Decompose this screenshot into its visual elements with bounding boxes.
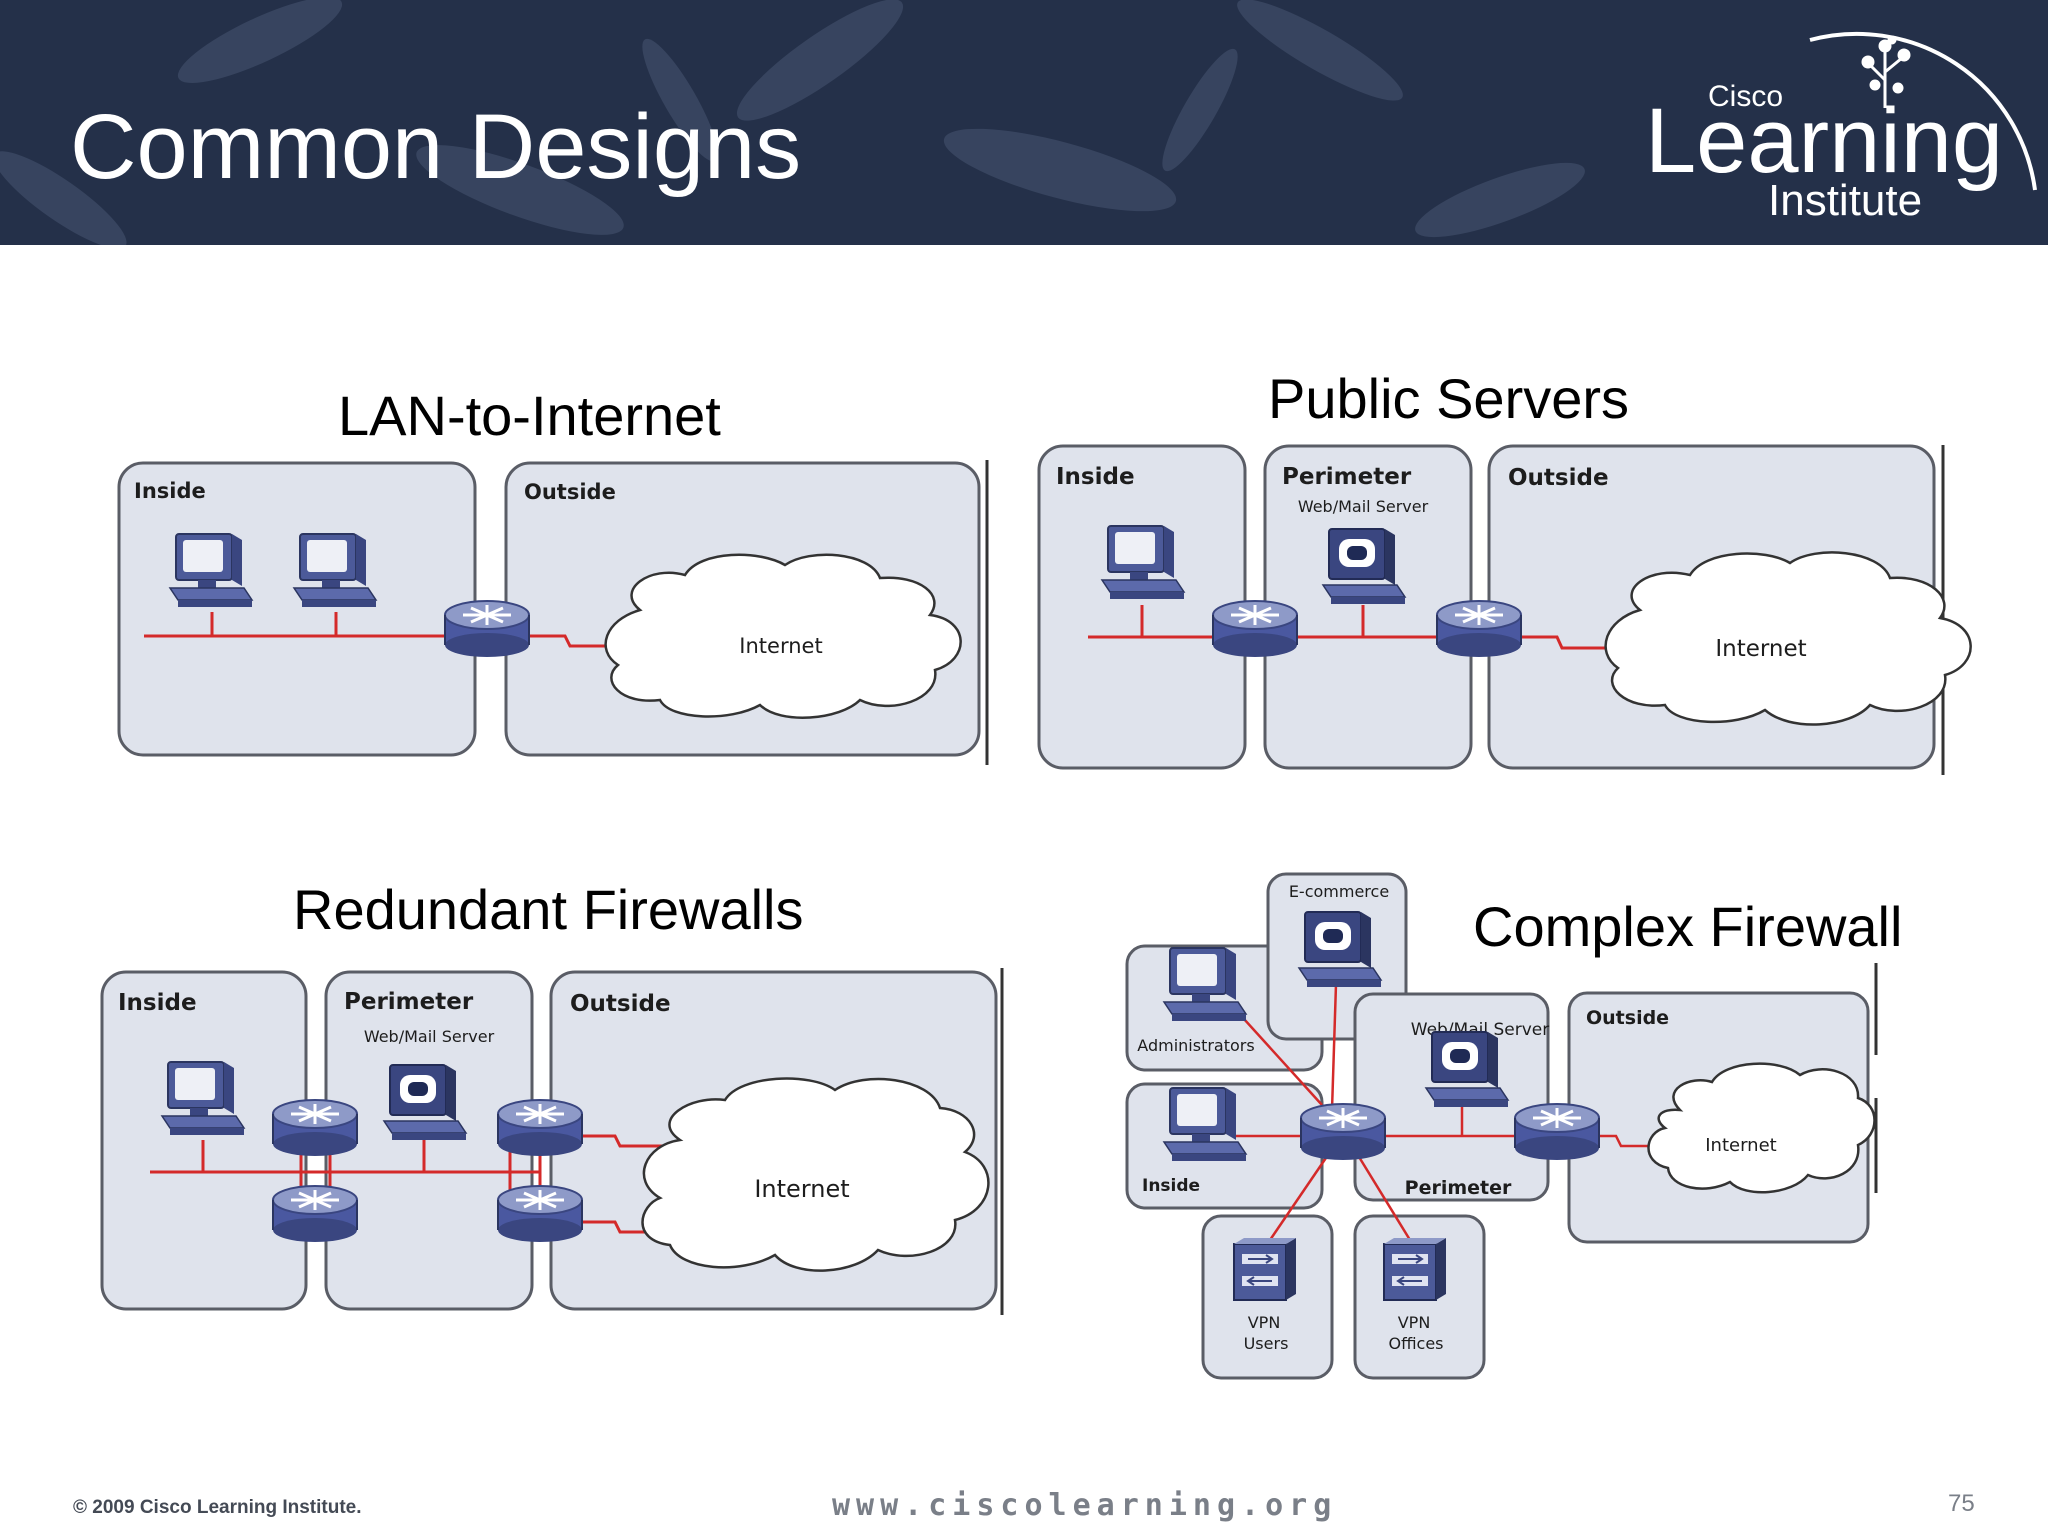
copyright-text: © 2009 Cisco Learning Institute. — [73, 1497, 362, 1518]
complex-firewall-diagram: E-commerce Administrators Inside Web/Mai… — [1125, 872, 1878, 1380]
complex-web-server-icon — [1425, 1031, 1509, 1108]
tree-icon — [1861, 35, 1911, 108]
lan-to-internet-diagram: Inside Outside Internet — [117, 460, 989, 765]
lan-internet-label: Internet — [739, 634, 822, 658]
complex-administrators-label: Administrators — [1137, 1036, 1254, 1055]
public-server-label: Web/Mail Server — [1298, 497, 1429, 516]
complex-firewall-title: Complex Firewall — [1473, 895, 1903, 958]
complex-vpn-offices-label-1: VPN — [1398, 1313, 1431, 1332]
public-perimeter-zone — [1263, 444, 1473, 770]
logo-learning-text: Learning — [1645, 90, 2003, 192]
lan-internet-cloud — [604, 553, 962, 719]
public-servers-title: Public Servers — [1268, 367, 1630, 430]
public-firewall-icon-1 — [1211, 599, 1299, 659]
public-server-icon — [1322, 528, 1406, 605]
lan-inside-zone — [117, 461, 477, 757]
redundant-firewall-icon-3 — [496, 1098, 584, 1158]
complex-outside-router-icon — [1513, 1102, 1601, 1162]
redundant-internet-cloud — [641, 1077, 990, 1272]
complex-ecommerce-server-icon — [1298, 911, 1382, 988]
lan-to-internet-title: LAN-to-Internet — [338, 384, 721, 447]
redundant-outside-label: Outside — [570, 991, 671, 1017]
public-servers-diagram: Inside Perimeter Outside Web/Mail Server… — [1037, 444, 1972, 775]
logo-institute-text: Institute — [1768, 176, 1922, 225]
complex-inside-label: Inside — [1142, 1176, 1200, 1196]
page-number: 75 — [1948, 1490, 1975, 1517]
complex-outside-label: Outside — [1586, 1007, 1669, 1029]
logo-cisco-text: Cisco — [1708, 80, 1783, 113]
website-url[interactable]: www.ciscolearning.org — [832, 1488, 1338, 1523]
complex-internet-cloud — [1647, 1062, 1876, 1194]
redundant-firewalls-diagram: Inside Perimeter Outside Web/Mail Server… — [100, 968, 1004, 1315]
redundant-firewall-icon-2 — [271, 1184, 359, 1244]
redundant-server-label: Web/Mail Server — [364, 1027, 495, 1046]
redundant-firewalls-title: Redundant Firewalls — [293, 878, 804, 941]
public-perimeter-label: Perimeter — [1282, 464, 1412, 490]
complex-ecommerce-label: E-commerce — [1289, 882, 1389, 901]
redundant-pc-icon — [161, 1061, 245, 1136]
public-inside-label: Inside — [1056, 464, 1135, 490]
header-texture — [0, 0, 1585, 245]
complex-internet-label: Internet — [1705, 1135, 1776, 1156]
complex-vpn-offices-label-2: Offices — [1388, 1334, 1443, 1353]
redundant-perimeter-label: Perimeter — [344, 989, 474, 1015]
lan-outside-label: Outside — [524, 480, 616, 504]
redundant-firewall-icon-4 — [496, 1184, 584, 1244]
public-internet-label: Internet — [1715, 636, 1806, 662]
redundant-inside-label: Inside — [118, 990, 197, 1016]
complex-vpn-users-icon — [1233, 1237, 1297, 1301]
redundant-server-icon — [383, 1064, 467, 1141]
complex-firewall-icon — [1299, 1102, 1387, 1162]
lan-pc-icon-2 — [293, 533, 377, 608]
complex-inside-pc-icon — [1163, 1087, 1247, 1162]
slide-title: Common Designs — [70, 96, 802, 198]
complex-vpn-users-label-1: VPN — [1248, 1313, 1281, 1332]
complex-perimeter-label: Perimeter — [1405, 1177, 1512, 1199]
lan-inside-label: Inside — [134, 479, 206, 503]
redundant-internet-label: Internet — [754, 1175, 849, 1203]
public-internet-cloud — [1604, 551, 1972, 726]
complex-admin-pc-icon — [1163, 947, 1247, 1022]
slide-header: Common Designs Cisco Learning Institute — [0, 0, 2048, 245]
lan-firewall-icon — [443, 599, 531, 659]
public-firewall-icon-2 — [1435, 599, 1523, 659]
public-pc-icon — [1101, 525, 1185, 600]
cisco-learning-institute-logo: Cisco Learning Institute — [1645, 31, 2037, 225]
lan-pc-icon-1 — [169, 533, 253, 608]
redundant-firewall-icon-1 — [271, 1098, 359, 1158]
public-outside-label: Outside — [1508, 465, 1609, 491]
complex-vpn-users-label-2: Users — [1244, 1334, 1289, 1353]
complex-vpn-offices-icon — [1383, 1237, 1447, 1301]
